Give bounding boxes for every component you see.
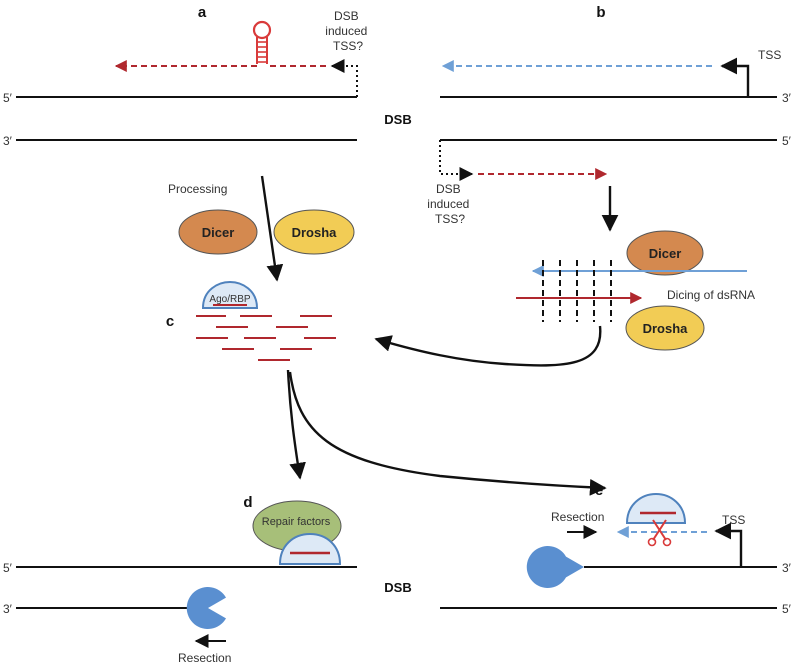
panel-label-d: d — [243, 494, 252, 511]
resection-label-e: Resection — [551, 510, 604, 524]
dsb-label: DSB — [384, 112, 411, 127]
drosha-label: Drosha — [643, 321, 689, 336]
dicing-label: Dicing of dsRNA — [667, 288, 755, 302]
panel-label-b: b — [596, 4, 605, 21]
rna-hairpin-icon — [252, 20, 272, 64]
repair-factors-label: Repair factors — [262, 516, 331, 528]
dicer-enzyme-right: Dicer — [626, 230, 704, 276]
three-prime-label: 3′ — [3, 134, 13, 148]
dicer-label: Dicer — [202, 225, 235, 240]
ago-rbp-complex: Ago/RBP — [201, 280, 259, 309]
three-prime-label: 3′ — [3, 602, 13, 616]
ago-complex-d — [278, 532, 342, 565]
processing-label: Processing — [168, 182, 227, 196]
processing-arrow — [260, 175, 284, 282]
five-prime-label: 5′ — [3, 91, 13, 105]
arrow-to-d — [286, 369, 306, 480]
panel-label-e: e — [595, 482, 603, 499]
drosha-enzyme-right: Drosha — [625, 305, 705, 351]
resection-label-d: Resection — [178, 651, 231, 665]
dicer-enzyme-left: Dicer — [178, 209, 258, 255]
dicing-cut-sites — [542, 260, 612, 322]
tss-label-b: TSS — [758, 48, 781, 62]
tss-label-e: TSS — [722, 513, 745, 527]
arrow-to-e — [288, 371, 607, 496]
three-prime-label: 3′ — [782, 91, 792, 105]
ago-rbp-label: Ago/RBP — [209, 294, 250, 305]
five-prime-label: 5′ — [3, 561, 13, 575]
three-prime-label: 3′ — [782, 561, 792, 575]
dicer-label: Dicer — [649, 246, 682, 261]
dsb-induced-tss-a — [330, 59, 358, 97]
small-rna-pool — [196, 315, 336, 361]
dsb-label: DSB — [384, 580, 411, 595]
dicing-output-arrow — [374, 325, 602, 367]
dsb-induced-tss-b — [439, 140, 474, 181]
dsb-induced-tss-label-a: DSB induced TSS? — [325, 9, 370, 53]
tss-b-arrow — [720, 57, 750, 97]
five-prime-label: 5′ — [782, 602, 792, 616]
panel-label-a: a — [198, 4, 207, 21]
drosha-label: Drosha — [292, 225, 338, 240]
five-prime-label: 5′ — [782, 134, 792, 148]
drosha-enzyme-left: Drosha — [273, 209, 355, 255]
tss-e-arrow — [714, 522, 743, 567]
panel-label-c: c — [166, 313, 174, 330]
pacman-exonuclease-icon — [186, 587, 226, 629]
dsb-induced-tss-label-b: DSB induced TSS? — [427, 182, 472, 226]
ago-complex-e — [625, 492, 687, 524]
pacman-exonuclease-icon — [526, 546, 584, 589]
scissors-icon — [647, 519, 672, 547]
